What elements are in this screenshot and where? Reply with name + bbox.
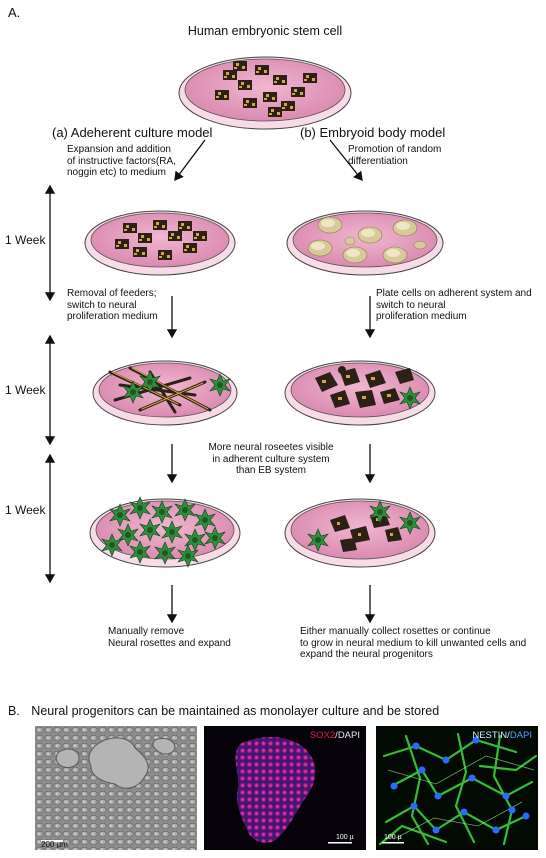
dish-hesc bbox=[178, 56, 352, 130]
middle-note-line: in adherent culture system bbox=[212, 453, 330, 465]
middle-note-line: More neural roseetes visible bbox=[208, 442, 334, 453]
dish-eb-week2 bbox=[284, 360, 436, 426]
dish-eb-week3 bbox=[284, 498, 436, 568]
step-b1-line: Promotion of random bbox=[348, 144, 442, 155]
step-b1-line: differentiation bbox=[348, 155, 408, 167]
phase-texture bbox=[35, 726, 197, 850]
step-b2-line: proliferation medium bbox=[376, 311, 467, 322]
step-b2-line: Plate cells on adherent system and bbox=[376, 288, 532, 299]
sox2-image: SOX2/DAPI 100 µ bbox=[204, 726, 366, 850]
dish-adherent-week2 bbox=[92, 360, 238, 426]
end-b-line: Either manually collect rosettes or cont… bbox=[300, 626, 491, 637]
step-a1-line: Expansion and addition bbox=[67, 144, 171, 155]
week-label-1: 1 Week bbox=[5, 233, 46, 247]
middle-note: More neural roseetes visible in adherent… bbox=[196, 442, 346, 477]
sox2-stain-label: SOX2/DAPI bbox=[310, 730, 360, 741]
phase-contrast-image: 200 µm bbox=[35, 726, 197, 850]
step-a2-line: switch to neural bbox=[67, 299, 137, 311]
dish-eb-week1 bbox=[286, 210, 444, 276]
sox2-text: SOX2 bbox=[309, 730, 336, 741]
dapi-text: DAPI bbox=[509, 730, 532, 741]
model-b-title: (b) Embryoid body model bbox=[300, 125, 446, 140]
stain-slash: / bbox=[507, 730, 510, 741]
nestin-image: NESTIN/DAPI 100 µ bbox=[376, 726, 538, 850]
step-a1-line: of instructive factors(RA, bbox=[67, 155, 176, 167]
stain-slash: / bbox=[335, 730, 338, 741]
step-a2-line: Removal of feeders; bbox=[67, 288, 157, 299]
scale-bar-label: 200 µm bbox=[41, 840, 68, 849]
dish-adherent-week1 bbox=[84, 210, 236, 276]
arrow-to-eb bbox=[329, 139, 363, 182]
sox2-texture bbox=[235, 737, 352, 844]
end-b: Either manually collect rosettes or cont… bbox=[300, 626, 526, 661]
week-label-2: 1 Week bbox=[5, 383, 46, 397]
panel-a-letter: A. bbox=[8, 5, 21, 20]
step-a1: Expansion and addition of instructive fa… bbox=[67, 144, 176, 179]
scale-bar-label: 100 µ bbox=[384, 834, 402, 841]
week-label-3: 1 Week bbox=[5, 503, 46, 517]
dish-adherent-week3 bbox=[89, 496, 241, 568]
diagram-canvas bbox=[44, 56, 444, 624]
middle-note-line: than EB system bbox=[235, 465, 307, 476]
step-b2-line: switch to neural bbox=[376, 299, 446, 311]
arrow-to-adherent bbox=[174, 139, 206, 182]
end-a-line: Neural rosettes and expand bbox=[108, 637, 231, 649]
end-a-line: Manually remove bbox=[108, 626, 185, 637]
step-b2: Plate cells on adherent system and switc… bbox=[376, 288, 532, 323]
step-a2: Removal of feeders; switch to neural pro… bbox=[67, 288, 158, 323]
dapi-text: DAPI bbox=[337, 730, 360, 741]
end-a: Manually remove Neural rosettes and expa… bbox=[108, 626, 231, 649]
end-b-line: to grow in neural medium to kill unwante… bbox=[300, 637, 527, 649]
step-a2-line: proliferation medium bbox=[67, 311, 158, 322]
panel-b-header: B. Neural progenitors can be maintained … bbox=[8, 704, 439, 718]
hesc-label: Human embryonic stem cell bbox=[187, 24, 343, 38]
nestin-stain-label: NESTIN/DAPI bbox=[472, 730, 532, 741]
nestin-texture bbox=[378, 732, 538, 846]
nestin-text: NESTIN bbox=[472, 730, 508, 741]
scale-bar-label: 100 µ bbox=[336, 834, 354, 841]
step-b1: Promotion of random differentiation bbox=[348, 144, 441, 167]
panel-b-title: Neural progenitors can be maintained as … bbox=[31, 704, 440, 718]
step-a1-line: noggin etc) to medium bbox=[67, 167, 166, 178]
panel-b-letter: B. bbox=[8, 704, 20, 718]
model-a-title: (a) Adeherent culture model bbox=[52, 125, 213, 140]
end-b-line: expand the neural progenitors bbox=[300, 649, 433, 660]
